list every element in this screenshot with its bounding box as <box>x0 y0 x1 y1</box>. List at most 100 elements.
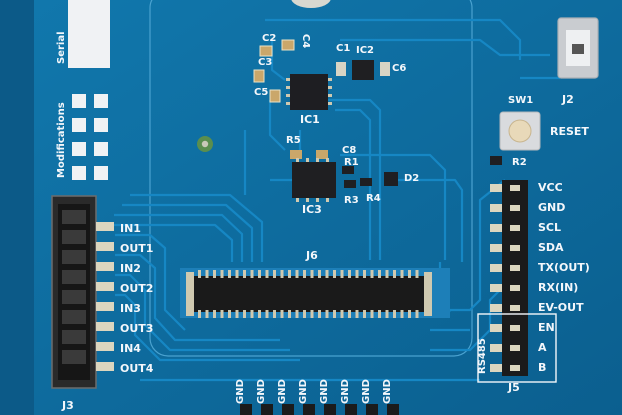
label-j2: J2 <box>562 93 574 106</box>
j6-pin <box>348 270 351 278</box>
j6-pin <box>355 310 359 318</box>
j6-pin <box>258 310 261 318</box>
j6-pin <box>325 270 329 278</box>
j6-pin <box>250 270 254 278</box>
j5-pad <box>490 304 502 312</box>
bottom-pin-label: GND <box>340 379 351 404</box>
label-sw1: SW1 <box>508 95 534 106</box>
j6-pin <box>400 310 404 318</box>
j6-pin <box>243 310 246 318</box>
j5-pin-label: A <box>538 341 547 354</box>
j6-pin <box>318 270 321 278</box>
label-rs485: RS485 <box>477 338 488 374</box>
bottom-pad <box>345 404 357 415</box>
j5-pad <box>490 184 502 192</box>
j6-pin <box>295 270 299 278</box>
j5-pin-label: EV-OUT <box>538 301 584 314</box>
j6-pin <box>318 310 321 318</box>
j6-pin <box>348 310 351 318</box>
modifications-label: Modifications <box>56 102 67 178</box>
j5-pin <box>510 185 520 191</box>
j5-pin <box>510 305 520 311</box>
bottom-pad <box>303 404 315 415</box>
label-r5: R5 <box>286 135 301 146</box>
label-c8: C8 <box>342 145 357 156</box>
j5-pin-label: GND <box>538 201 566 214</box>
j6-pin <box>303 270 306 278</box>
j6-pin <box>333 270 336 278</box>
j6-pin <box>258 270 261 278</box>
j5-pin <box>510 205 520 211</box>
j5-pin <box>510 325 520 331</box>
label-j6: J6 <box>306 249 318 262</box>
j6-pin <box>265 270 269 278</box>
j5-pin-label: EN <box>538 321 555 334</box>
serial-label: Serial <box>56 31 67 64</box>
j5-pin <box>510 265 520 271</box>
j5-pin-label: RX(IN) <box>538 281 579 294</box>
j6-pin <box>393 310 396 318</box>
j5-pin-label: B <box>538 361 547 374</box>
j3-pin-label: OUT3 <box>120 322 154 335</box>
j6-pin <box>408 310 411 318</box>
j6-pin <box>333 310 336 318</box>
j3-pin-label: OUT1 <box>120 242 154 255</box>
j6-pin <box>310 310 314 318</box>
label-reset: RESET <box>550 125 589 138</box>
j3-pin-label: IN4 <box>120 342 141 355</box>
j6-pin <box>415 270 419 278</box>
label-ic3: IC3 <box>302 203 322 216</box>
j5-pin <box>510 365 520 371</box>
label-c4: C4 <box>300 33 312 49</box>
bottom-pad <box>387 404 399 415</box>
j6-pin <box>273 270 276 278</box>
j6-pin <box>303 310 306 318</box>
j6-pin <box>340 270 344 278</box>
j6-pin <box>378 270 381 278</box>
j6-pin <box>295 310 299 318</box>
label-r2: R2 <box>512 157 527 168</box>
j6-pin <box>265 310 269 318</box>
j6-pin <box>280 310 284 318</box>
label-d2: D2 <box>404 173 420 184</box>
j5-pad <box>490 264 502 272</box>
label-ic2: IC2 <box>356 45 375 56</box>
j6-pin <box>205 310 209 318</box>
j3-pin-label: IN2 <box>120 262 141 275</box>
j5-pad <box>490 364 502 372</box>
bottom-pad <box>261 404 273 415</box>
label-c1: C1 <box>336 43 351 54</box>
j6-pin <box>310 270 314 278</box>
j6-pin <box>378 310 381 318</box>
bottom-pad <box>324 404 336 415</box>
j6-pin <box>198 310 201 318</box>
j3-pin-label: IN1 <box>120 222 141 235</box>
bottom-pad <box>282 404 294 415</box>
j5-pin-label: TX(OUT) <box>538 261 590 274</box>
label-r1: R1 <box>344 157 359 168</box>
label-j5: J5 <box>508 381 520 394</box>
bottom-pin-label: GND <box>235 379 246 404</box>
label-c6: C6 <box>392 63 407 74</box>
j5-pin <box>510 345 520 351</box>
label-r3: R3 <box>344 195 359 206</box>
bottom-pin-label: GND <box>277 379 288 404</box>
j6-pin <box>385 310 389 318</box>
bottom-pin-label: GND <box>382 379 393 404</box>
label-c5: C5 <box>254 87 269 98</box>
j6-pin <box>235 270 239 278</box>
j5-pad <box>490 324 502 332</box>
j5-pin-label: SDA <box>538 241 564 254</box>
bottom-pin-label: GND <box>319 379 330 404</box>
j6-pin <box>325 310 329 318</box>
j6-pin <box>408 270 411 278</box>
bottom-pin-label: GND <box>298 379 309 404</box>
j5-pin-label: SCL <box>538 221 562 234</box>
j6-pin <box>220 270 224 278</box>
label-j3: J3 <box>62 399 74 412</box>
j6-pin <box>228 270 231 278</box>
j6-pin <box>198 270 201 278</box>
bottom-pin-label: GND <box>256 379 267 404</box>
j6-pin <box>205 270 209 278</box>
